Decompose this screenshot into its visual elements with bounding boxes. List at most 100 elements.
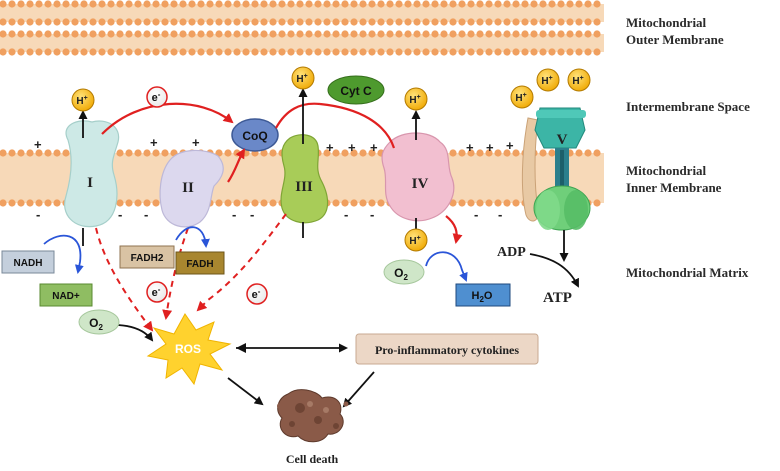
proton-icon: H+ xyxy=(404,228,428,252)
svg-text:H+: H+ xyxy=(572,75,583,87)
fadh2-conversion-arrow xyxy=(175,226,210,248)
svg-text:-: - xyxy=(370,207,374,222)
complex-ii-label: II xyxy=(182,180,194,196)
complex-ii xyxy=(159,149,224,228)
electron-path-ii-to-coq xyxy=(227,148,246,183)
coq-label: CoQ xyxy=(242,129,267,143)
proton-icon: H+ xyxy=(510,85,534,109)
svg-text:O2: O2 xyxy=(89,316,103,332)
matrix-label: Mitochondrial Matrix xyxy=(626,265,749,280)
svg-text:H2O: H2O xyxy=(472,290,493,304)
nad-plus-box: NAD+ xyxy=(39,283,93,307)
svg-text:H+: H+ xyxy=(409,94,420,106)
svg-text:ROS: ROS xyxy=(175,342,201,356)
outer-membrane-label: Mitochondrial Outer Membrane xyxy=(626,14,724,48)
electron-icon: e- xyxy=(146,86,168,108)
nadh-box: NADH xyxy=(1,250,55,274)
electron-path-iii-to-iv xyxy=(319,102,396,149)
electron-icon: e- xyxy=(146,281,168,303)
inner-membrane-label: Mitochondrial Inner Membrane xyxy=(626,162,721,196)
complex-i xyxy=(64,120,120,228)
svg-text:+: + xyxy=(348,140,356,155)
cell-death-label: Cell death xyxy=(286,452,339,466)
svg-text:-: - xyxy=(344,207,348,222)
ros-burst-icon: ROS xyxy=(146,313,232,386)
svg-text:-: - xyxy=(144,207,148,222)
complex-v xyxy=(521,107,591,231)
oxygen-molecule: O2 xyxy=(78,309,120,335)
svg-text:e-: e- xyxy=(152,90,161,104)
svg-text:e-: e- xyxy=(252,287,261,301)
electron-path-i-to-coq xyxy=(101,102,234,135)
inner-membrane-label-line2: Inner Membrane xyxy=(626,180,722,195)
svg-text:+: + xyxy=(486,140,494,155)
svg-text:-: - xyxy=(36,207,40,222)
svg-text:H+: H+ xyxy=(515,92,526,104)
svg-text:+: + xyxy=(34,137,42,152)
cytc-label: Cyt C xyxy=(340,84,372,98)
atp-label: ATP xyxy=(543,290,572,306)
svg-text:NADH: NADH xyxy=(14,258,43,269)
adp-label: ADP xyxy=(497,245,526,260)
complex-iv xyxy=(381,132,455,222)
ros-cytokines-back-head xyxy=(236,343,246,353)
nadh-conversion-arrow xyxy=(43,234,84,274)
oxygen-to-water-arrow xyxy=(425,251,468,282)
oxygen-to-ros-arrow xyxy=(117,324,154,342)
svg-text:-: - xyxy=(250,207,254,222)
proton-icon: H+ xyxy=(536,68,560,92)
svg-text:H+: H+ xyxy=(409,235,420,247)
proton-icon: H+ xyxy=(567,68,591,92)
intermembrane-space-label: Intermembrane Space xyxy=(626,99,750,114)
svg-text:-: - xyxy=(498,207,502,222)
svg-text:FADH: FADH xyxy=(186,259,213,270)
outer-membrane-label-line2: Outer Membrane xyxy=(626,32,724,47)
leak-ii-to-ros xyxy=(162,227,189,320)
outer-membrane-label-line1: Mitochondrial xyxy=(626,15,707,30)
svg-text:-: - xyxy=(474,207,478,222)
leak-i-to-ros xyxy=(95,227,154,332)
svg-text:+: + xyxy=(192,135,200,150)
svg-text:-: - xyxy=(118,207,122,222)
cytokines-to-death-arrow xyxy=(342,371,375,408)
cytc-carrier xyxy=(327,75,385,105)
svg-text:-: - xyxy=(232,207,236,222)
membrane-charges: + + + + + + + + + - - - - - - - - - xyxy=(34,135,514,222)
complex-iv-label: IV xyxy=(412,176,429,192)
inner-membrane-label-line1: Mitochondrial xyxy=(626,163,707,178)
electron-icon: e- xyxy=(246,283,268,305)
svg-text:+: + xyxy=(150,135,158,150)
complex-v-label: V xyxy=(557,132,568,148)
complex-iii xyxy=(280,134,329,224)
electron-path-coq-to-iii xyxy=(275,102,321,129)
svg-text:FADH2: FADH2 xyxy=(131,253,164,264)
svg-text:+: + xyxy=(506,138,514,153)
leak-iii-to-ros xyxy=(196,213,287,312)
svg-text:H+: H+ xyxy=(541,75,552,87)
fadh2-box: FADH2 xyxy=(119,245,175,269)
cell-death-icon xyxy=(277,389,349,443)
complex-i-label: I xyxy=(87,175,93,191)
svg-text:O2: O2 xyxy=(394,266,408,282)
svg-text:+: + xyxy=(466,140,474,155)
complex-iii-label: III xyxy=(295,179,313,195)
svg-text:Pro-inflammatory cytokines: Pro-inflammatory cytokines xyxy=(375,343,519,357)
outer-membrane xyxy=(0,0,604,56)
svg-text:H+: H+ xyxy=(296,73,307,85)
svg-text:+: + xyxy=(326,140,334,155)
water-box: H2O xyxy=(455,283,511,307)
electron-path-iv-to-water xyxy=(445,215,463,244)
svg-text:+: + xyxy=(370,140,378,155)
fadh-box: FADH xyxy=(175,251,225,275)
svg-text:H+: H+ xyxy=(76,95,87,107)
coq-carrier xyxy=(231,118,279,152)
ros-to-death-arrow xyxy=(227,377,264,406)
proton-icon: H+ xyxy=(291,66,315,90)
svg-text:e-: e- xyxy=(152,285,161,299)
svg-text:NAD+: NAD+ xyxy=(52,291,80,302)
adp-to-atp-arrow xyxy=(529,253,579,288)
cytokines-box: Pro-inflammatory cytokines xyxy=(355,333,539,365)
proton-icon: H+ xyxy=(404,87,428,111)
oxygen-molecule: O2 xyxy=(383,259,425,285)
